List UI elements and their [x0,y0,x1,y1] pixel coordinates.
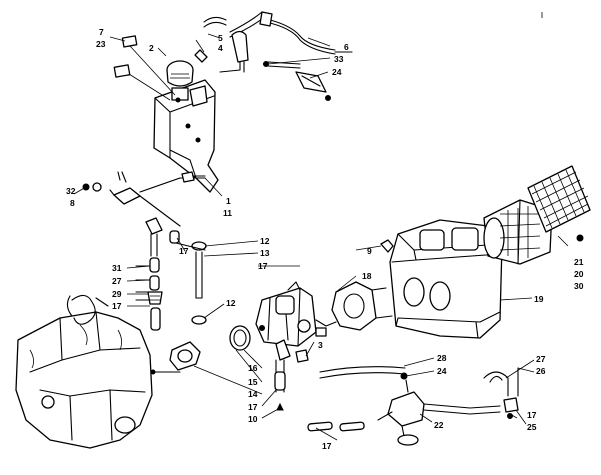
callout-17-valve: 17 [179,246,189,256]
callout-17-bottom: 17 [322,441,332,451]
fuel-line-icon [175,241,207,325]
engine-icon [15,294,181,449]
callout-11: 11 [223,208,232,218]
connector-icon [181,171,206,183]
screen-filter-icon [527,165,591,233]
callout-20: 20 [574,269,584,279]
callout-28: 28 [437,353,447,363]
callout-4: 4 [218,43,223,53]
callout-17-right: 17 [527,410,537,420]
callout-30: 30 [574,281,584,291]
air-silencer-icon [331,199,584,339]
callout-33: 33 [334,54,344,64]
callout-16: 16 [248,363,258,373]
callout-17-hose: 17 [258,261,268,271]
oil-tank-icon [113,35,219,193]
callout-18: 18 [362,271,372,281]
callout-6: 6 [344,42,349,52]
callout-12-bottom: 12 [226,298,236,308]
callout-25: 25 [527,422,537,432]
callout-19: 19 [534,294,544,304]
callout-7: 7 [99,27,104,37]
callout-2: 2 [149,43,154,53]
filler-hose-icon [194,11,267,73]
callout-3: 3 [318,340,323,350]
bracket-leader [139,177,181,193]
callout-24-top: 24 [332,67,342,77]
callout-31: 31 [112,263,122,273]
tank-bracket-icon [263,61,331,101]
callout-17-drain: 17 [248,402,258,412]
callout-10: 10 [248,414,258,424]
callout-27-right: 27 [536,354,546,364]
callout-8: 8 [70,198,75,208]
callout-labels: 7 23 2 5 4 6 33 24 32 8 1 11 12 13 17 17… [66,27,584,451]
callout-5: 5 [218,33,223,43]
callout-23: 23 [96,39,106,49]
throttle-cable-icon [259,11,353,55]
callout-17-filter: 17 [112,301,122,311]
callout-29: 29 [112,289,122,299]
callout-22: 22 [434,420,444,430]
callout-13: 13 [260,248,270,258]
callout-24-bottom: 24 [437,366,447,376]
callout-15: 15 [248,377,258,387]
callout-9: 9 [367,246,372,256]
callout-26: 26 [536,366,546,376]
callout-21: 21 [574,257,584,267]
callout-14: 14 [248,389,258,399]
callout-27-left: 27 [112,276,122,286]
callout-1: 1 [226,196,231,206]
callout-12-top: 12 [260,236,270,246]
leader-lines [73,33,569,441]
carburetor-icon [169,281,337,411]
callout-32: 32 [66,186,76,196]
fuel-pump-icon [307,366,519,446]
